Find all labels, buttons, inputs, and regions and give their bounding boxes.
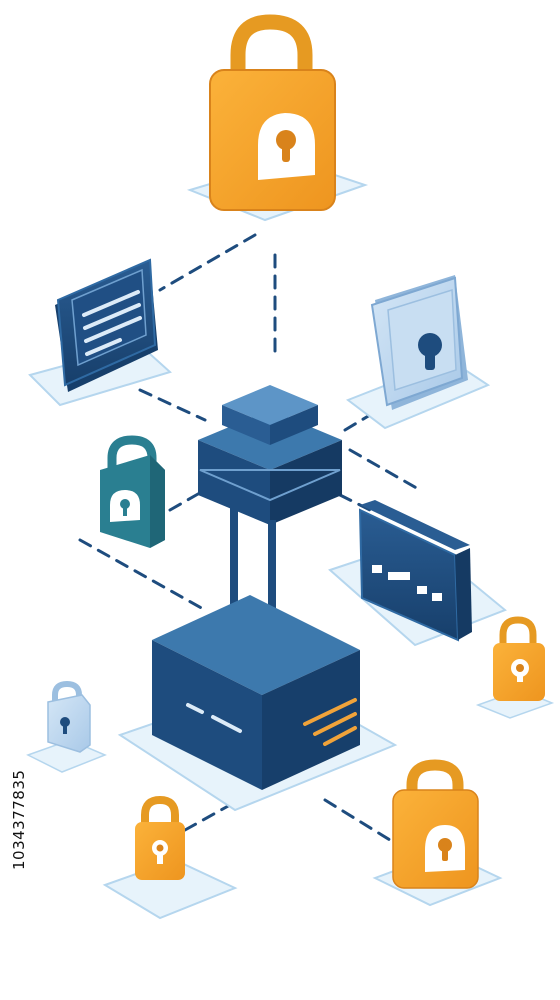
connector-server-to-password [338, 493, 372, 512]
server-icon [117, 385, 398, 812]
password-screen-icon [328, 500, 507, 647]
stock-id-watermark: 1034377835 [10, 769, 28, 870]
connector-left-to-base [78, 538, 207, 612]
teal-padlock [100, 435, 165, 548]
small-padlock-left [26, 680, 107, 773]
padlock-bottom-right [372, 759, 503, 907]
connector-small-lock-to-base [183, 803, 232, 832]
small-padlock-right [475, 616, 555, 719]
top-padlock [186, 14, 369, 222]
padlock-shackle [230, 14, 313, 93]
document-screen-icon [28, 258, 172, 407]
keyhole-panel-icon [345, 275, 491, 430]
connector-screen-to-server [138, 388, 207, 422]
connector-top-lock-to-screen [158, 233, 257, 292]
small-padlock-bottom [102, 795, 238, 920]
connector-server-to-right [348, 448, 422, 492]
connector-base-to-bottom-lock [323, 798, 392, 842]
